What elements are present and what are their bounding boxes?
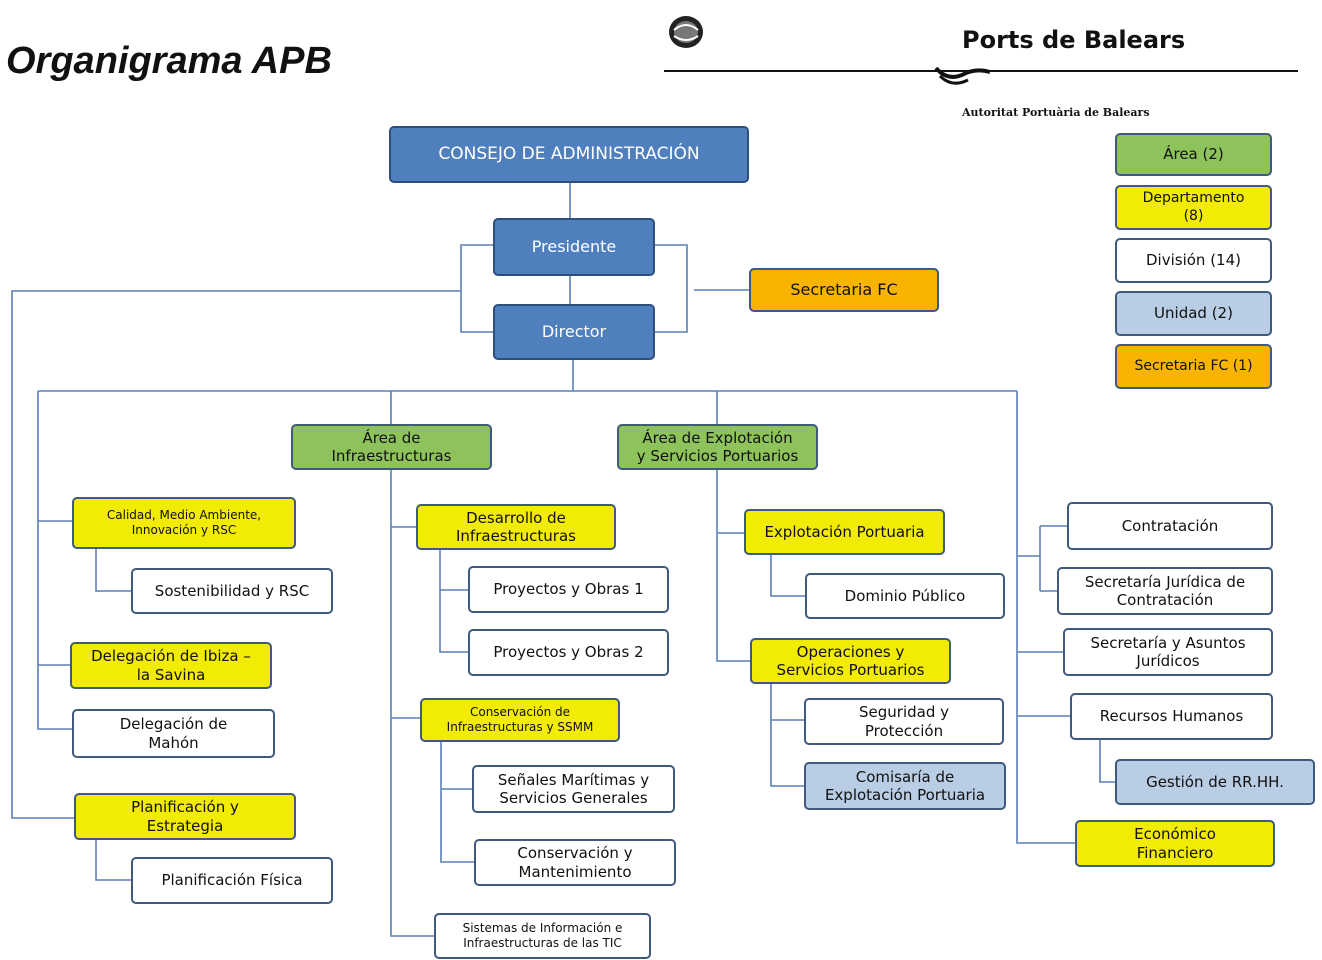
node-presidente: Presidente [493, 218, 655, 276]
brand-name: Ports de Balears [962, 26, 1186, 54]
node-area-explotacion: Área de Explotación y Servicios Portuari… [617, 424, 818, 470]
node-consejo-administracion: CONSEJO DE ADMINISTRACIÓN [389, 126, 749, 183]
node-secretaria-juridica-contratacion: Secretaría Jurídica de Contratación [1057, 567, 1273, 615]
legend-division: División (14) [1115, 238, 1272, 283]
node-comisaria-explotacion: Comisaría de Explotación Portuaria [804, 762, 1006, 810]
page-title: Organigrama APB [6, 40, 332, 82]
node-calidad-medio-ambiente: Calidad, Medio Ambiente, Innovación y RS… [72, 497, 296, 549]
node-secretaria-asuntos-juridicos: Secretaría y Asuntos Jurídicos [1063, 628, 1273, 676]
node-director: Director [493, 304, 655, 360]
node-economico-financiero: Económico Financiero [1075, 820, 1275, 867]
node-senales-maritimas: Señales Marítimas y Servicios Generales [472, 765, 675, 813]
port-authority-emblem-icon [669, 16, 703, 48]
node-seguridad-proteccion: Seguridad y Protección [804, 698, 1004, 745]
node-desarrollo-infraestructuras: Desarrollo de Infraestructuras [416, 504, 616, 550]
node-sistemas-informacion-tic: Sistemas de Información e Infraestructur… [434, 913, 651, 959]
node-delegacion-ibiza: Delegación de Ibiza – la Savina [70, 642, 272, 689]
node-planificacion-fisica: Planificación Física [131, 857, 333, 904]
node-planificacion-estrategia: Planificación y Estrategia [74, 793, 296, 840]
node-operaciones-servicios: Operaciones y Servicios Portuarios [750, 638, 951, 684]
node-dominio-publico: Dominio Público [805, 573, 1005, 619]
brand-wave-logo-icon [934, 66, 991, 85]
node-explotacion-portuaria: Explotación Portuaria [744, 509, 945, 555]
node-gestion-rrhh: Gestión de RR.HH. [1115, 759, 1315, 805]
node-area-infraestructuras: Área de Infraestructuras [291, 424, 492, 470]
node-secretaria-fc: Secretaria FC [749, 268, 939, 312]
brand-subtitle: Autoritat Portuària de Balears [962, 106, 1150, 119]
legend-area: Área (2) [1115, 133, 1272, 176]
node-delegacion-mahon: Delegación de Mahón [72, 709, 275, 758]
legend-unidad: Unidad (2) [1115, 291, 1272, 336]
node-conservacion-infraestructuras: Conservación de Infraestructuras y SSMM [420, 698, 620, 742]
node-contratacion: Contratación [1067, 502, 1273, 550]
legend-secretaria: Secretaria FC (1) [1115, 344, 1272, 389]
node-conservacion-mantenimiento: Conservación y Mantenimiento [474, 839, 676, 886]
node-sostenibilidad-rsc: Sostenibilidad y RSC [131, 568, 333, 614]
node-recursos-humanos: Recursos Humanos [1070, 693, 1273, 740]
node-proyectos-obras-1: Proyectos y Obras 1 [468, 566, 669, 613]
legend-departamento: Departamento (8) [1115, 185, 1272, 230]
node-proyectos-obras-2: Proyectos y Obras 2 [468, 629, 669, 676]
